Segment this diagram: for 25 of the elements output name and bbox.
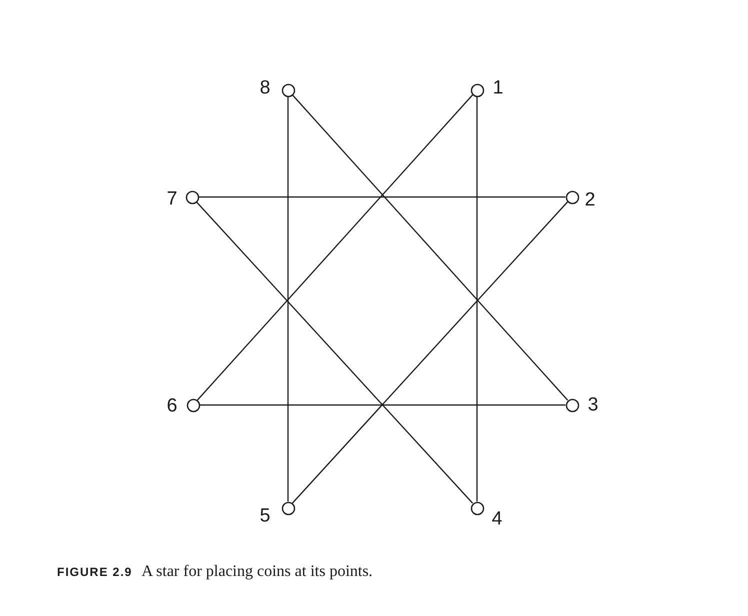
point-circle [564,398,580,412]
connector-line [196,201,474,504]
figure-caption: FIGURE 2.9 A star for placing coins at its points. [57,563,373,581]
point-number: 2 [584,190,596,210]
connector-line [476,96,478,502]
point-circle [280,82,296,98]
connector-line [292,201,568,504]
point-number: 6 [166,396,178,416]
point-circle [280,500,296,516]
point-number: 7 [166,190,178,208]
point-number: 5 [260,506,270,526]
point-number: 3 [588,396,598,414]
connector-line [292,94,568,401]
point-number: 4 [492,510,502,528]
point-circle [470,82,484,98]
connector-line [196,94,474,401]
connector-line [287,96,289,502]
connector-line [198,196,566,198]
point-circle [470,500,484,516]
point-number: 1 [492,78,504,98]
connector-line [200,404,566,406]
point-number: 8 [260,78,270,98]
point-circle [184,190,200,204]
point-circle [564,190,580,204]
point-circle [186,398,200,412]
